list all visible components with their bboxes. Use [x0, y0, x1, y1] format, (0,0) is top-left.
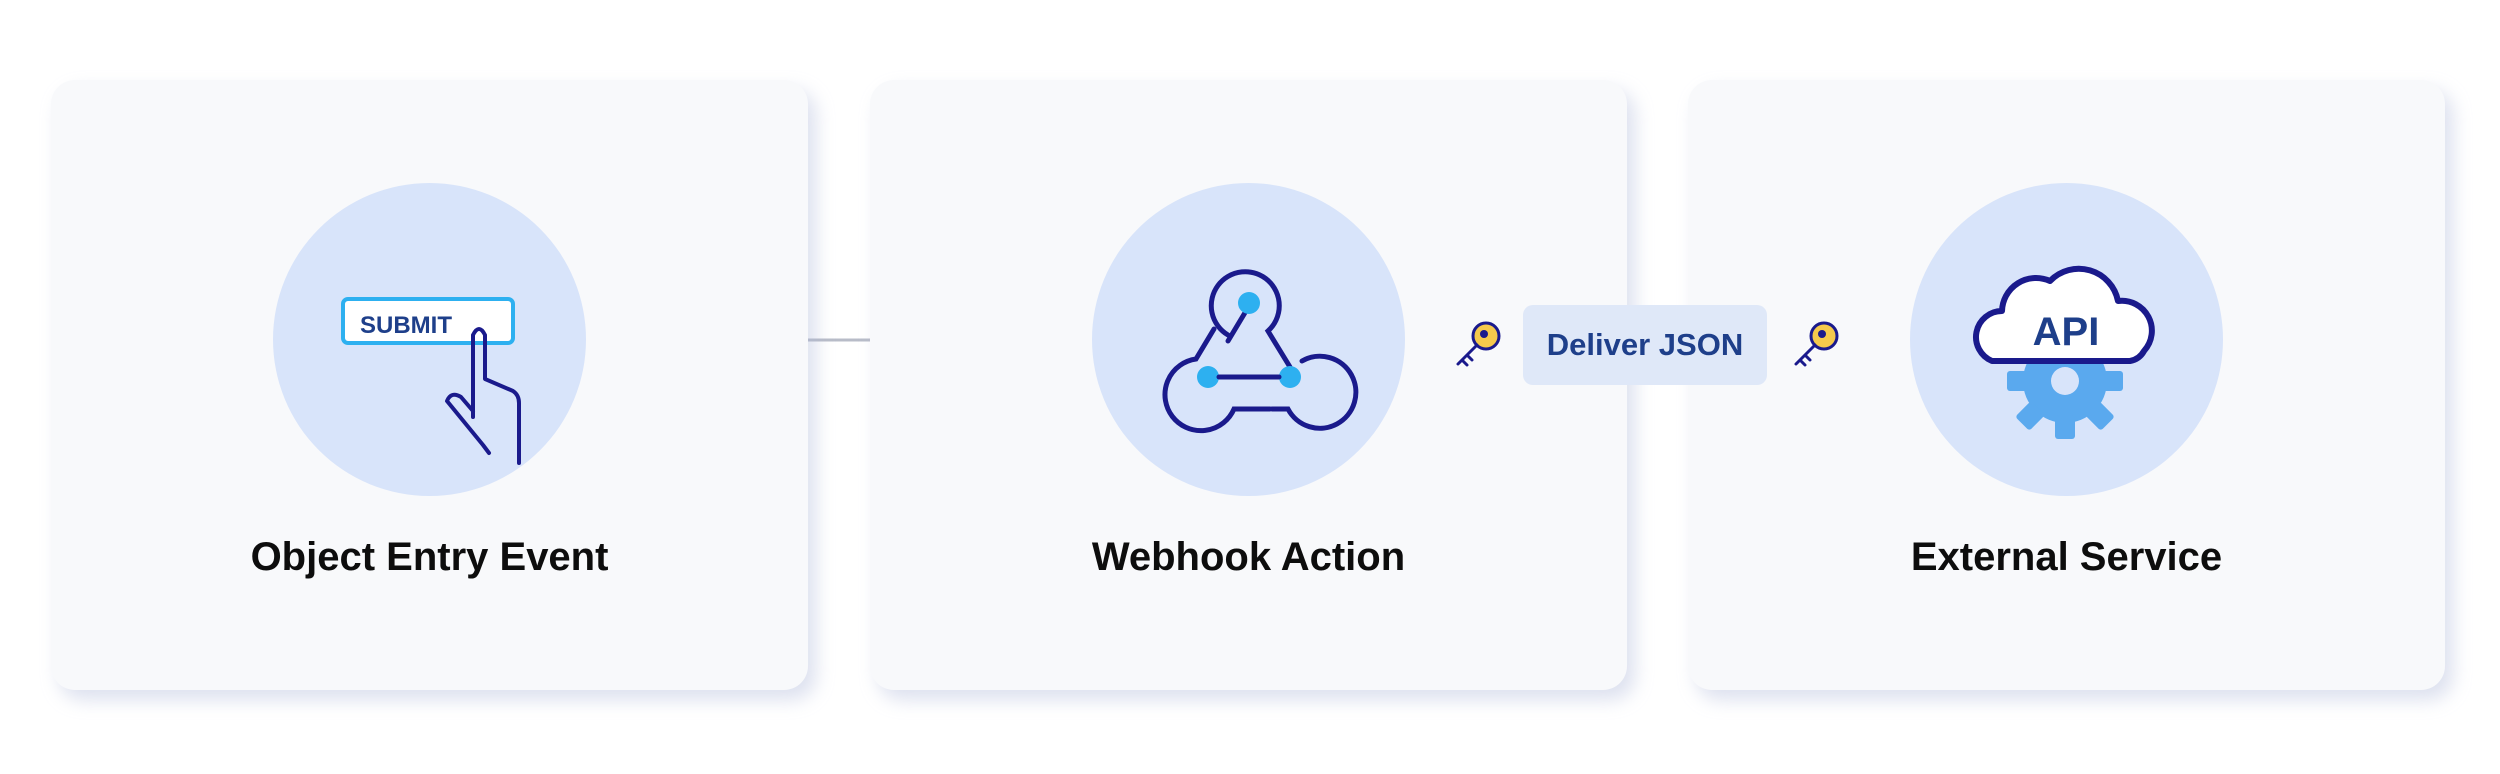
card-label: Webhook Action [1091, 535, 1406, 579]
event-icon-circle: SUBMIT [273, 183, 586, 496]
api-cloud-gear-icon: API [1973, 265, 2155, 439]
key-icon [1456, 321, 1501, 367]
api-icon-text: API [2033, 310, 2100, 354]
webhook-icon [1162, 269, 1359, 434]
submit-icon-text: SUBMIT [360, 312, 452, 339]
deliver-json-label: Deliver JSON [1523, 305, 1767, 385]
card-label: External Service [1910, 535, 2223, 579]
card-object-entry-event: SUBMIT Object Entry Event [51, 80, 808, 690]
card-webhook-action: Webhook Action [870, 80, 1627, 690]
service-icon-circle: API [1910, 183, 2223, 496]
card-label: Object Entry Event [250, 535, 609, 579]
card-external-service: API External Service [1688, 80, 2445, 690]
key-icon [1794, 321, 1839, 367]
webhook-icon-circle [1092, 183, 1405, 496]
submit-button-icon: SUBMIT [341, 297, 521, 465]
